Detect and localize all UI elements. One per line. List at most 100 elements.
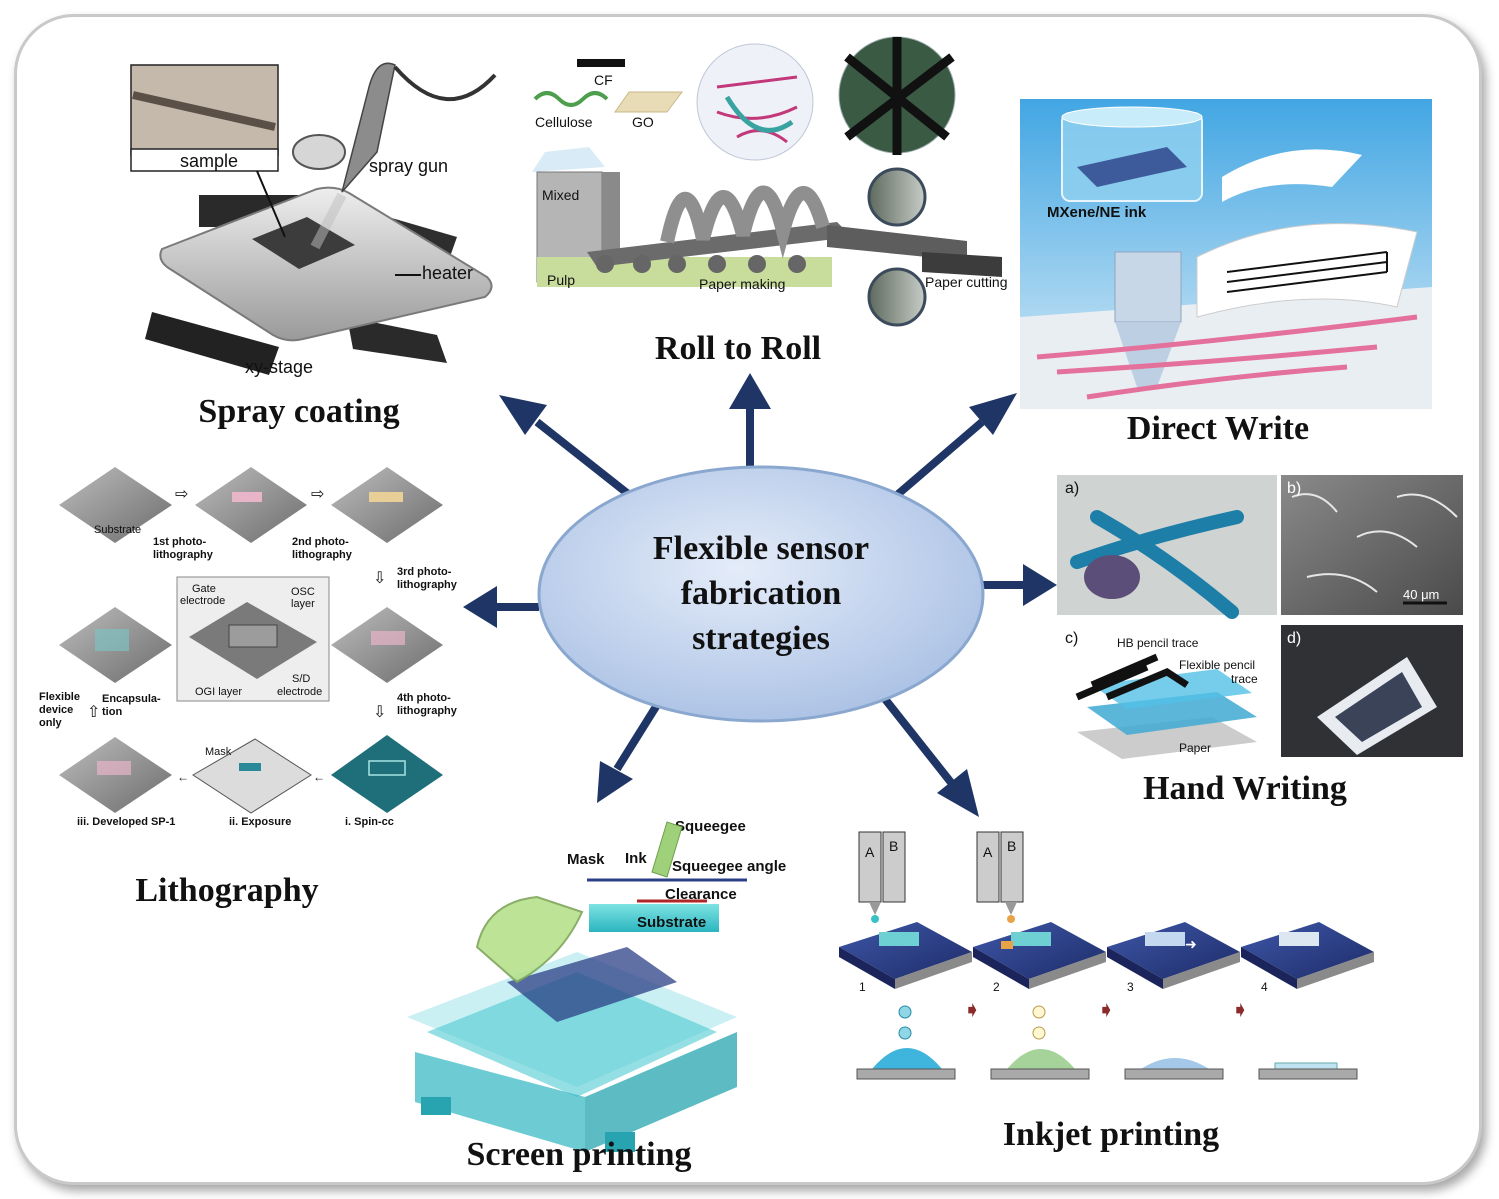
label-encapsulation-2: tion (102, 706, 122, 718)
litho-substrate-plate (59, 467, 172, 543)
label-step-2-b: lithography (292, 549, 353, 561)
inkjet-board-1: 1 (839, 922, 972, 994)
arrow-exposure-icon: ← (177, 770, 189, 784)
label-encapsulation-1: Encapsula- (102, 693, 161, 705)
label-step-1-b: lithography (153, 549, 214, 561)
squeegee-3d (475, 895, 584, 984)
pencil-trace-pattern (1075, 653, 1189, 701)
droplet-profile-2 (990, 1005, 1090, 1080)
litho-spin-coat-plate (331, 735, 443, 813)
litho-step-1-plate (195, 467, 307, 543)
label-flexible-1: Flexible (39, 691, 80, 703)
label-mask-screen: Mask (567, 851, 605, 868)
inkjet-board-2: 2 (973, 922, 1106, 994)
heater-plate (159, 186, 493, 342)
droplet-profile-1 (856, 1005, 956, 1080)
center-title-line-1: Flexible sensor (653, 530, 869, 567)
label-step-1: 1 (859, 980, 866, 994)
label-go: GO (632, 114, 654, 130)
litho-exposure-mask (192, 738, 312, 814)
arrow-step-3-icon: ⇩ (373, 570, 386, 587)
xy-stage-bar-front-left (145, 312, 279, 375)
spray-coating-panel: sample spray gun heater xy-stage Spray c… (130, 62, 497, 430)
label-ogi-layer: OGI layer (195, 686, 242, 698)
title-roll-to-roll: Roll to Roll (655, 330, 821, 367)
paper-sheet-circuit (1196, 223, 1418, 318)
label-scale-bar: 40 μm (1403, 587, 1439, 602)
label-flexible-2: device (39, 704, 73, 716)
label-substrate: Substrate (94, 524, 141, 536)
label-mxene-ink: MXene/NE ink (1047, 204, 1147, 221)
molecular-structure-inset (696, 43, 814, 161)
label-exposure: ii. Exposure (229, 816, 291, 828)
roller-top (867, 167, 927, 227)
arrow-sinter-icon: ➜ (1185, 936, 1197, 952)
label-squeegee-angle: Squeegee angle (672, 858, 786, 875)
arrow-spin-icon: ← (313, 770, 325, 784)
label-cf: CF (594, 72, 613, 88)
label-cellulose: Cellulose (535, 114, 593, 130)
label-paper-cutting: Paper cutting (925, 274, 1008, 290)
label-head-1-a: A (865, 844, 875, 860)
arrow-to-direct-write (894, 393, 1017, 499)
arrow-encapsulation-icon: ⇧ (87, 704, 100, 721)
label-gate-2: electrode (180, 595, 225, 607)
cellulose-fiber (533, 91, 609, 107)
title-hand-writing: Hand Writing (1143, 770, 1347, 807)
label-developed: iii. Developed SP-1 (77, 816, 175, 828)
xy-stage-bar-front-right (347, 317, 447, 363)
label-clearance: Clearance (665, 886, 737, 903)
arrow-to-hand-writing (979, 564, 1057, 606)
center-title-line-3: strategies (692, 620, 830, 657)
label-paper-making: Paper making (699, 276, 785, 292)
label-step-4: 4 (1261, 980, 1268, 994)
label-ink: Ink (625, 850, 647, 867)
figure-frame: Flexible sensor fabrication strategies s… (14, 14, 1482, 1185)
arrow-process-3-icon: ➧ (1231, 997, 1249, 1022)
label-gate-1: Gate (192, 583, 216, 595)
label-xy-stage: xy-stage (245, 357, 313, 377)
carbon-fiber (577, 59, 625, 67)
paper-sheet-small (1222, 149, 1362, 202)
hand-writing-panel: a) b) 40 μm c) HB pencil trace Flexible … (1057, 475, 1463, 807)
arrow-to-lithography (463, 586, 539, 628)
title-screen-printing: Screen printing (466, 1136, 691, 1173)
lithography-panel: Substrate ⇨ ⇨ 1st photo- lithography 2nd… (39, 467, 458, 909)
label-step-1-a: 1st photo- (153, 536, 206, 548)
label-step-4-b: lithography (397, 705, 458, 717)
label-step-2-a: 2nd photo- (292, 536, 349, 548)
arrow-to-inkjet-printing (881, 696, 979, 817)
roll-to-roll-panel: Cellulose CF GO Mixed Pulp Paper making … (532, 36, 1008, 367)
direct-write-panel: MXene/NE ink Direct Write (1020, 99, 1432, 447)
label-flexible-3: only (39, 717, 62, 729)
label-c: c) (1065, 630, 1078, 647)
fabrication-diagram: Flexible sensor fabrication strategies s… (39, 36, 1463, 1173)
label-flexible-trace-2: trace (1231, 672, 1258, 686)
graphene-oxide-sheet (614, 91, 683, 113)
screen-substrate-schematic (589, 904, 719, 932)
title-spray-coating: Spray coating (198, 393, 399, 430)
print-head-2: A B (976, 831, 1024, 923)
arrow-step-4-icon: ⇩ (373, 704, 386, 721)
label-osc-2: layer (291, 598, 315, 610)
title-inkjet-printing: Inkjet printing (1003, 1116, 1219, 1153)
roller-bottom (867, 267, 927, 327)
label-spray-gun: spray gun (369, 156, 448, 176)
droplet-profile-3 (1124, 1058, 1224, 1080)
center-title-line-2: fabrication (681, 575, 842, 612)
title-lithography: Lithography (135, 872, 318, 909)
label-head-2-b: B (1007, 838, 1016, 854)
arrow-step-1-icon: ⇨ (175, 486, 188, 503)
arrow-to-roll-to-roll (729, 373, 771, 467)
label-mixed: Mixed (542, 187, 579, 203)
photo-a-pencil (1057, 475, 1277, 615)
label-mask: Mask (205, 746, 232, 758)
label-head-2-a: A (983, 844, 993, 860)
droplet-profile-4 (1258, 1062, 1358, 1080)
label-substrate-screen: Substrate (637, 914, 706, 931)
label-sample: sample (180, 151, 238, 171)
print-head-1: A B (858, 831, 906, 923)
label-flexible-trace-1: Flexible pencil (1179, 658, 1255, 672)
label-sd-1: S/D (292, 673, 310, 685)
spray-gun (341, 62, 396, 193)
